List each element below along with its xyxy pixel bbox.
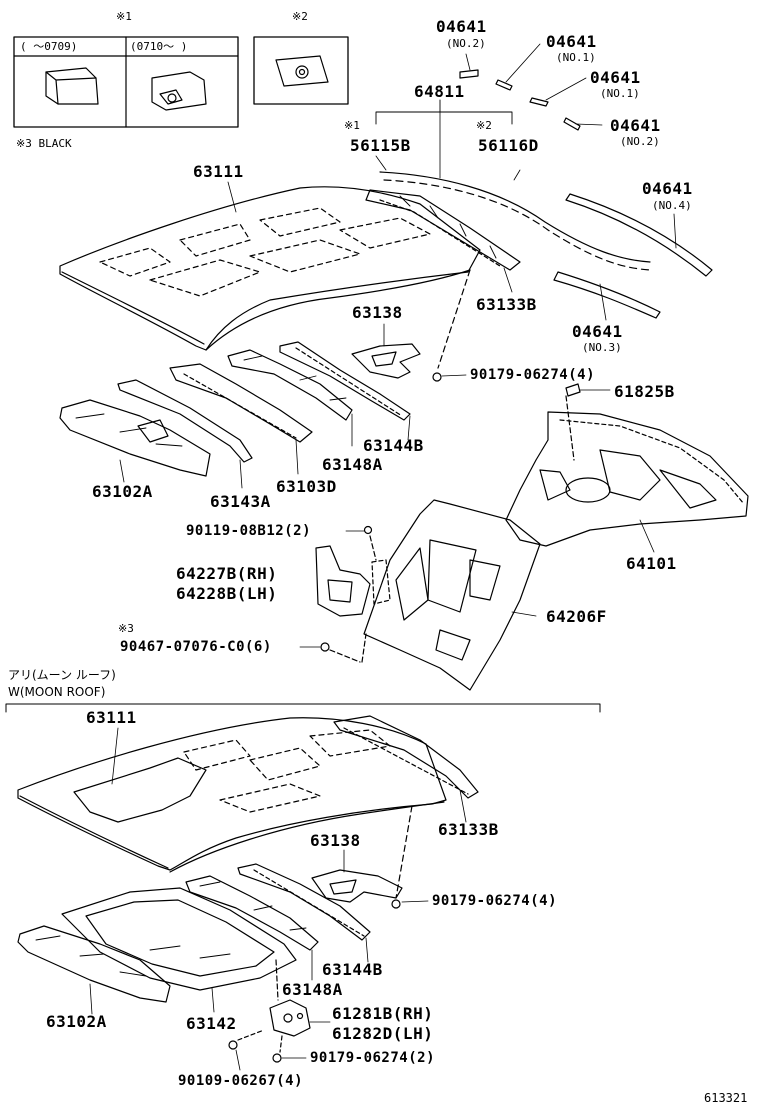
label-63144b-top: 63144B xyxy=(363,436,424,455)
label-63138-top: 63138 xyxy=(352,303,403,322)
label-04641-no4: 04641 xyxy=(642,179,693,198)
moulding-clips xyxy=(375,43,603,179)
label-64101: 64101 xyxy=(626,554,677,573)
roof-panel-top xyxy=(59,181,481,351)
label-63143a: 63143A xyxy=(210,492,271,511)
sunroof-bracket xyxy=(228,999,331,1071)
roof-bows-top xyxy=(59,341,411,489)
rear-header-bottom xyxy=(333,715,479,909)
label-04641-no3: 04641 xyxy=(572,322,623,341)
moon-roof-header-jp: アリ(ムーン ルーフ) xyxy=(8,668,116,682)
label-04641-no2-a: 04641 xyxy=(436,17,487,36)
label-04641-no3-sub: (NO.3) xyxy=(582,341,622,354)
label-note-3-ref: ※3 xyxy=(118,622,134,635)
label-04641-no1-a: 04641 xyxy=(546,32,597,51)
note-box-1 xyxy=(13,36,239,128)
label-90109: 90109-06267(4) xyxy=(178,1073,304,1089)
label-90179-bottom-2: 90179-06274(2) xyxy=(310,1050,436,1066)
label-04641-no2-a-sub: (NO.2) xyxy=(446,37,486,50)
note-1-mark: ※1 xyxy=(116,10,132,23)
label-04641-no2-b: 04641 xyxy=(610,116,661,135)
bracket-63138-bottom xyxy=(311,849,403,903)
label-56116d: 56116D xyxy=(478,136,539,155)
label-note-1-ref: ※1 xyxy=(344,119,360,132)
label-04641-no2-b-sub: (NO.2) xyxy=(620,135,660,148)
label-63111-bottom: 63111 xyxy=(86,708,137,727)
package-tray-panel xyxy=(299,499,541,691)
label-04641-no4-sub: (NO.4) xyxy=(652,199,692,212)
note-1-col-b: (0710～ ) xyxy=(130,40,188,53)
label-61281b: 61281B(RH) xyxy=(332,1004,434,1023)
note-3-black: ※3 BLACK xyxy=(16,137,72,150)
roof-panel-moonroof xyxy=(17,717,447,873)
label-63148a-bottom: 63148A xyxy=(282,980,343,999)
label-04641-no1-a-sub: (NO.1) xyxy=(556,51,596,64)
label-63102a-bottom: 63102A xyxy=(46,1012,107,1031)
label-61825b: 61825B xyxy=(614,382,675,401)
rear-header-top xyxy=(365,189,521,293)
label-64227b: 64227B(RH) xyxy=(176,564,278,583)
label-64206f: 64206F xyxy=(546,607,607,626)
label-64811: 64811 xyxy=(414,82,465,101)
label-63138-bottom: 63138 xyxy=(310,831,361,850)
moon-roof-section-bracket xyxy=(5,703,601,713)
label-90179-top: 90179-06274(4) xyxy=(470,367,596,383)
rear-body-panel xyxy=(505,383,749,553)
bracket-63138-top xyxy=(351,269,471,382)
label-90179-bottom: 90179-06274(4) xyxy=(432,893,558,909)
label-04641-no1-b-sub: (NO.1) xyxy=(600,87,640,100)
label-63148a-top: 63148A xyxy=(322,455,383,474)
roof-bows-bottom xyxy=(185,863,371,981)
label-90467: 90467-07076-C0(6) xyxy=(120,639,272,655)
label-56115b: 56115B xyxy=(350,136,411,155)
label-63103d: 63103D xyxy=(276,477,337,496)
label-63142: 63142 xyxy=(186,1014,237,1033)
label-63133b-top: 63133B xyxy=(476,295,537,314)
side-mouldings xyxy=(375,155,713,321)
label-64228b: 64228B(LH) xyxy=(176,584,278,603)
diagram-id: 613321 xyxy=(704,1091,748,1105)
label-90119: 90119-08B12(2) xyxy=(186,523,312,539)
label-63144b-bottom: 63144B xyxy=(322,960,383,979)
label-04641-no1-b: 04641 xyxy=(590,68,641,87)
label-63102a-top: 63102A xyxy=(92,482,153,501)
label-note-2-ref: ※2 xyxy=(476,119,492,132)
note-1-col-a: ( ～0709) xyxy=(20,40,78,53)
note-box-2 xyxy=(253,36,349,105)
sunroof-housing xyxy=(61,887,297,1013)
label-63133b-bottom: 63133B xyxy=(438,820,499,839)
label-61282d: 61282D(LH) xyxy=(332,1024,434,1043)
note-2-mark: ※2 xyxy=(292,10,308,23)
label-63111-top: 63111 xyxy=(193,162,244,181)
front-header-bottom xyxy=(17,925,171,1015)
moon-roof-header-en: W(MOON ROOF) xyxy=(8,685,106,699)
